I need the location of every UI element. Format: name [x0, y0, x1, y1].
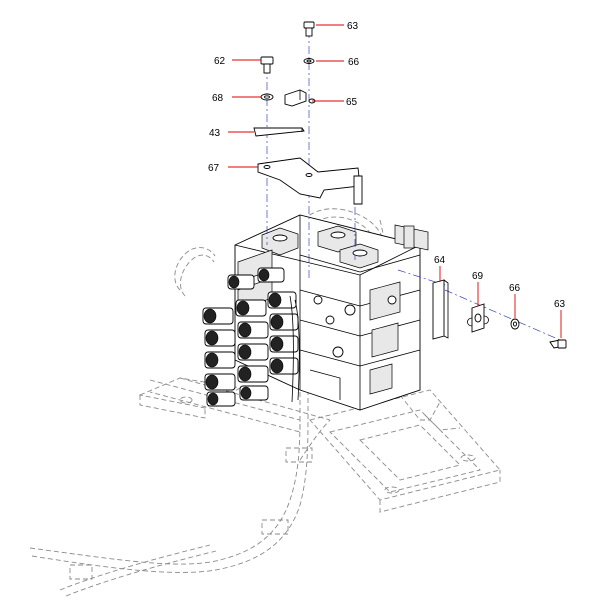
- callout-62: 62: [214, 56, 226, 67]
- washer-68: [260, 93, 274, 101]
- solenoid-row-2: [204, 313, 299, 347]
- callout-67: 67: [208, 163, 220, 174]
- callout-66-right: 66: [509, 283, 521, 294]
- callout-63-top: 63: [347, 21, 359, 32]
- bolt-63-right: [549, 339, 567, 349]
- solenoid-row-5: [206, 385, 269, 407]
- callout-63-right: 63: [554, 299, 566, 310]
- leader-lines: [228, 24, 562, 338]
- hydraulic-hoses: [29, 208, 393, 597]
- clamp-69: [467, 303, 489, 333]
- solenoid-stack: [202, 267, 300, 407]
- bolt-63-top: [303, 21, 315, 37]
- callout-64: 64: [434, 255, 446, 266]
- mounting-frame: [138, 377, 501, 513]
- callout-68: 68: [212, 93, 224, 104]
- callout-labels: 63 62 66 68 65 43 67 64 69 66 63: [208, 21, 566, 310]
- spacer-43: [253, 127, 305, 137]
- clamp-65: [284, 89, 316, 107]
- solenoid-row-3: [204, 335, 299, 369]
- washer-66-right: [510, 318, 520, 330]
- callout-43: 43: [209, 128, 221, 139]
- washer-66-top: [303, 58, 315, 64]
- callout-66-top: 66: [348, 57, 360, 68]
- pad-64: [432, 279, 449, 340]
- callout-69: 69: [472, 271, 484, 282]
- callout-65: 65: [346, 97, 358, 108]
- bolt-62: [260, 56, 274, 74]
- solenoid-row-4: [204, 357, 299, 391]
- assembly-centerlines: [266, 30, 561, 341]
- bracket-67: [257, 157, 363, 205]
- solenoid-row-1: [202, 291, 297, 325]
